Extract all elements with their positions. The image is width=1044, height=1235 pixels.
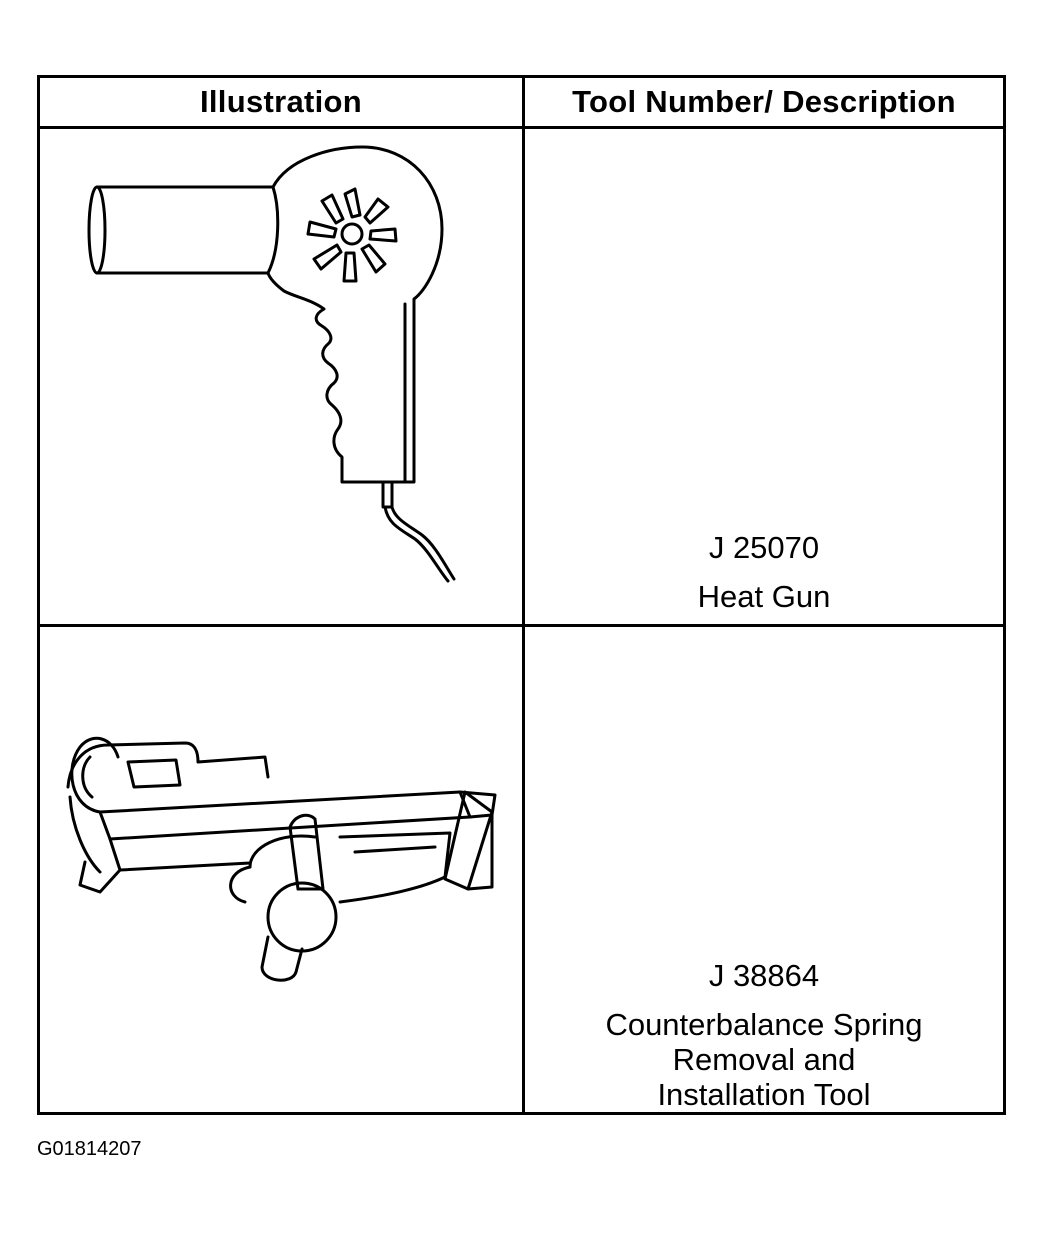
heat-gun-icon: [87, 145, 456, 583]
tool-description-line: Removal and: [672, 1042, 856, 1077]
tool-table: Illustration Tool Number/ Description: [37, 75, 1006, 1115]
header-illustration: Illustration: [199, 84, 363, 119]
tool-description-line: Counterbalance Spring: [605, 1007, 923, 1042]
header-divider: [40, 126, 1003, 129]
row-divider: [40, 624, 1003, 627]
header-tool-number-description: Tool Number/ Description: [572, 84, 956, 119]
spring-tool-icon: [66, 736, 497, 982]
figure-code: G01814207: [37, 1138, 142, 1160]
tool-number: J 25070: [708, 530, 820, 565]
tool-description-line: Heat Gun: [697, 579, 831, 614]
tool-description-line: Installation Tool: [657, 1077, 871, 1112]
tool-description-2: J 38864 Counterbalance Spring Removal an…: [525, 958, 1003, 1112]
tool-description-1: J 25070 Heat Gun: [525, 530, 1003, 614]
tool-number: J 38864: [708, 958, 820, 993]
column-divider: [522, 78, 525, 1112]
